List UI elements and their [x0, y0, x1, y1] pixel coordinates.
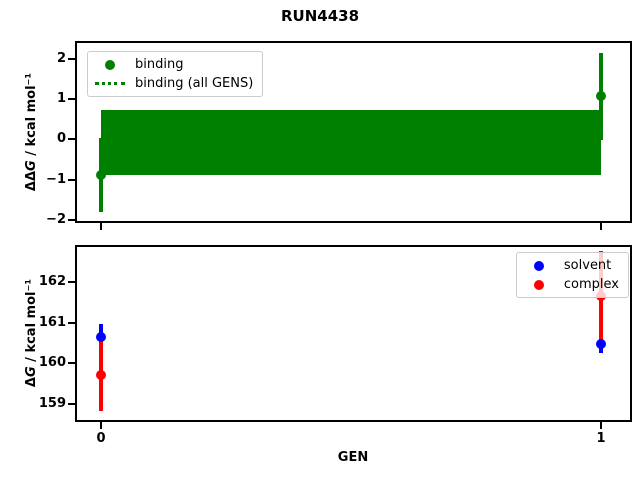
top-plot-area: 2 1 0 −1 −2: [46, 43, 630, 230]
y-tick: [68, 321, 75, 324]
uncertainty-band: [101, 110, 601, 175]
legend-label-solvent: solvent: [563, 258, 612, 273]
y-tick-label: −2: [46, 212, 66, 228]
solvent-point: [596, 339, 606, 350]
complex-dot-icon: [533, 279, 544, 290]
bottom-legend: solvent complex: [515, 252, 629, 298]
x-tick: [100, 223, 102, 230]
y-tick: [68, 281, 75, 284]
binding-point: [596, 91, 606, 102]
binding-all-gens-line-swatch: [93, 82, 127, 85]
y-tick-label: 161: [38, 314, 66, 330]
y-tick-label: 160: [38, 355, 66, 371]
y-tick-label: 162: [38, 274, 66, 290]
x-tick-label: 1: [596, 431, 606, 446]
y-tick: [68, 178, 75, 181]
y-tick-label: 2: [56, 50, 66, 66]
binding-marker-swatch: [93, 59, 127, 70]
legend-label-binding-all-gens: binding (all GENS): [135, 76, 254, 91]
figure-title: RUN4438: [280, 7, 360, 25]
complex-marker-swatch: [522, 279, 556, 290]
y-tick-label: 0: [56, 131, 66, 147]
legend-item-binding-all-gens: binding (all GENS): [93, 74, 253, 93]
y-tick: [68, 402, 75, 405]
y-tick: [68, 98, 75, 101]
y-tick: [68, 362, 75, 365]
y-tick: [68, 219, 75, 222]
legend-item-solvent: solvent: [522, 256, 619, 275]
dotted-line-icon: [95, 82, 125, 85]
solvent-marker-swatch: [522, 260, 556, 271]
binding-point: [96, 169, 106, 180]
legend-item-complex: complex: [522, 275, 619, 294]
top-ylabel: ΔΔG / kcal mol⁻¹: [24, 72, 39, 192]
y-tick-label: −1: [46, 171, 66, 187]
x-tick: [600, 422, 602, 429]
y-tick-label: 1: [56, 91, 66, 107]
x-tick: [100, 422, 102, 429]
y-tick: [68, 138, 75, 141]
solvent-dot-icon: [533, 260, 544, 271]
x-tick-label: 0: [96, 431, 106, 446]
y-tick-label: 159: [38, 395, 66, 411]
bottom-axes: 162 161 160 159 0 1 solvent complex: [39, 245, 632, 446]
legend-label-complex: complex: [563, 277, 619, 292]
legend-item-binding: binding: [93, 55, 253, 74]
xaxis-label: GEN: [337, 450, 369, 465]
top-legend: binding binding (all GENS): [87, 51, 264, 97]
complex-point: [96, 370, 106, 381]
bottom-ylabel: ΔG / kcal mol⁻¹: [24, 278, 39, 388]
binding-dot-icon: [105, 59, 115, 70]
x-tick: [600, 223, 602, 230]
y-tick: [68, 57, 75, 60]
top-axes: 2 1 0 −1 −2 binding binding (all GENS): [46, 41, 632, 230]
legend-label-binding: binding: [135, 57, 184, 72]
solvent-point: [96, 332, 106, 343]
